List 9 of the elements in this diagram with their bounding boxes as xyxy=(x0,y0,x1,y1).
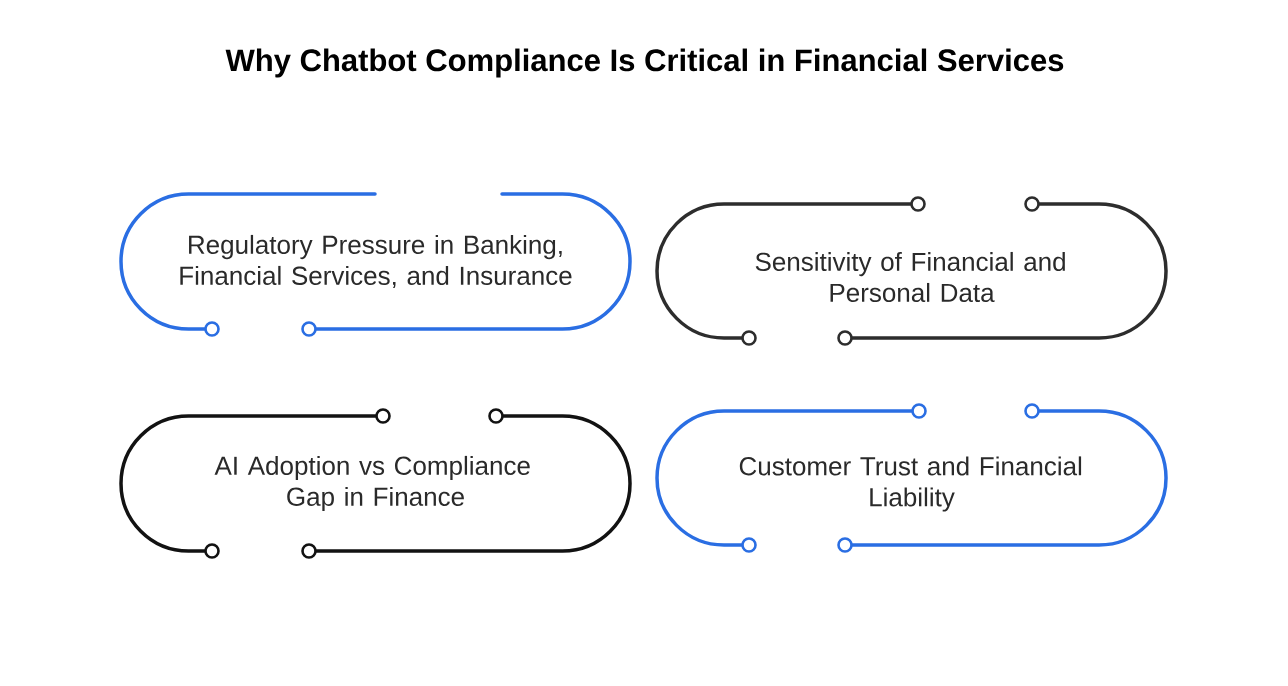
pill-box: Customer Trust and Financial Liability xyxy=(655,403,1168,553)
pill-box: Sensitivity of Financial and Personal Data xyxy=(655,196,1168,346)
pill-box: AI Adoption vs Compliance Gap in Finance xyxy=(119,408,632,559)
node-label: AI Adoption vs Compliance Gap in Finance xyxy=(214,455,530,512)
title: Why Chatbot Compliance Is Critical in Financial Services xyxy=(225,48,1064,78)
node-label: Regulatory Pressure in Banking, Financial Services, and Insurance xyxy=(180,234,572,289)
node-label: Sensitivity of Financial and Personal Data xyxy=(755,251,1065,303)
pill-box: Regulatory Pressure in Banking, Financial Services, and Insurance xyxy=(119,192,632,337)
node-label: Customer Trust and Financial Liability xyxy=(739,456,1082,512)
